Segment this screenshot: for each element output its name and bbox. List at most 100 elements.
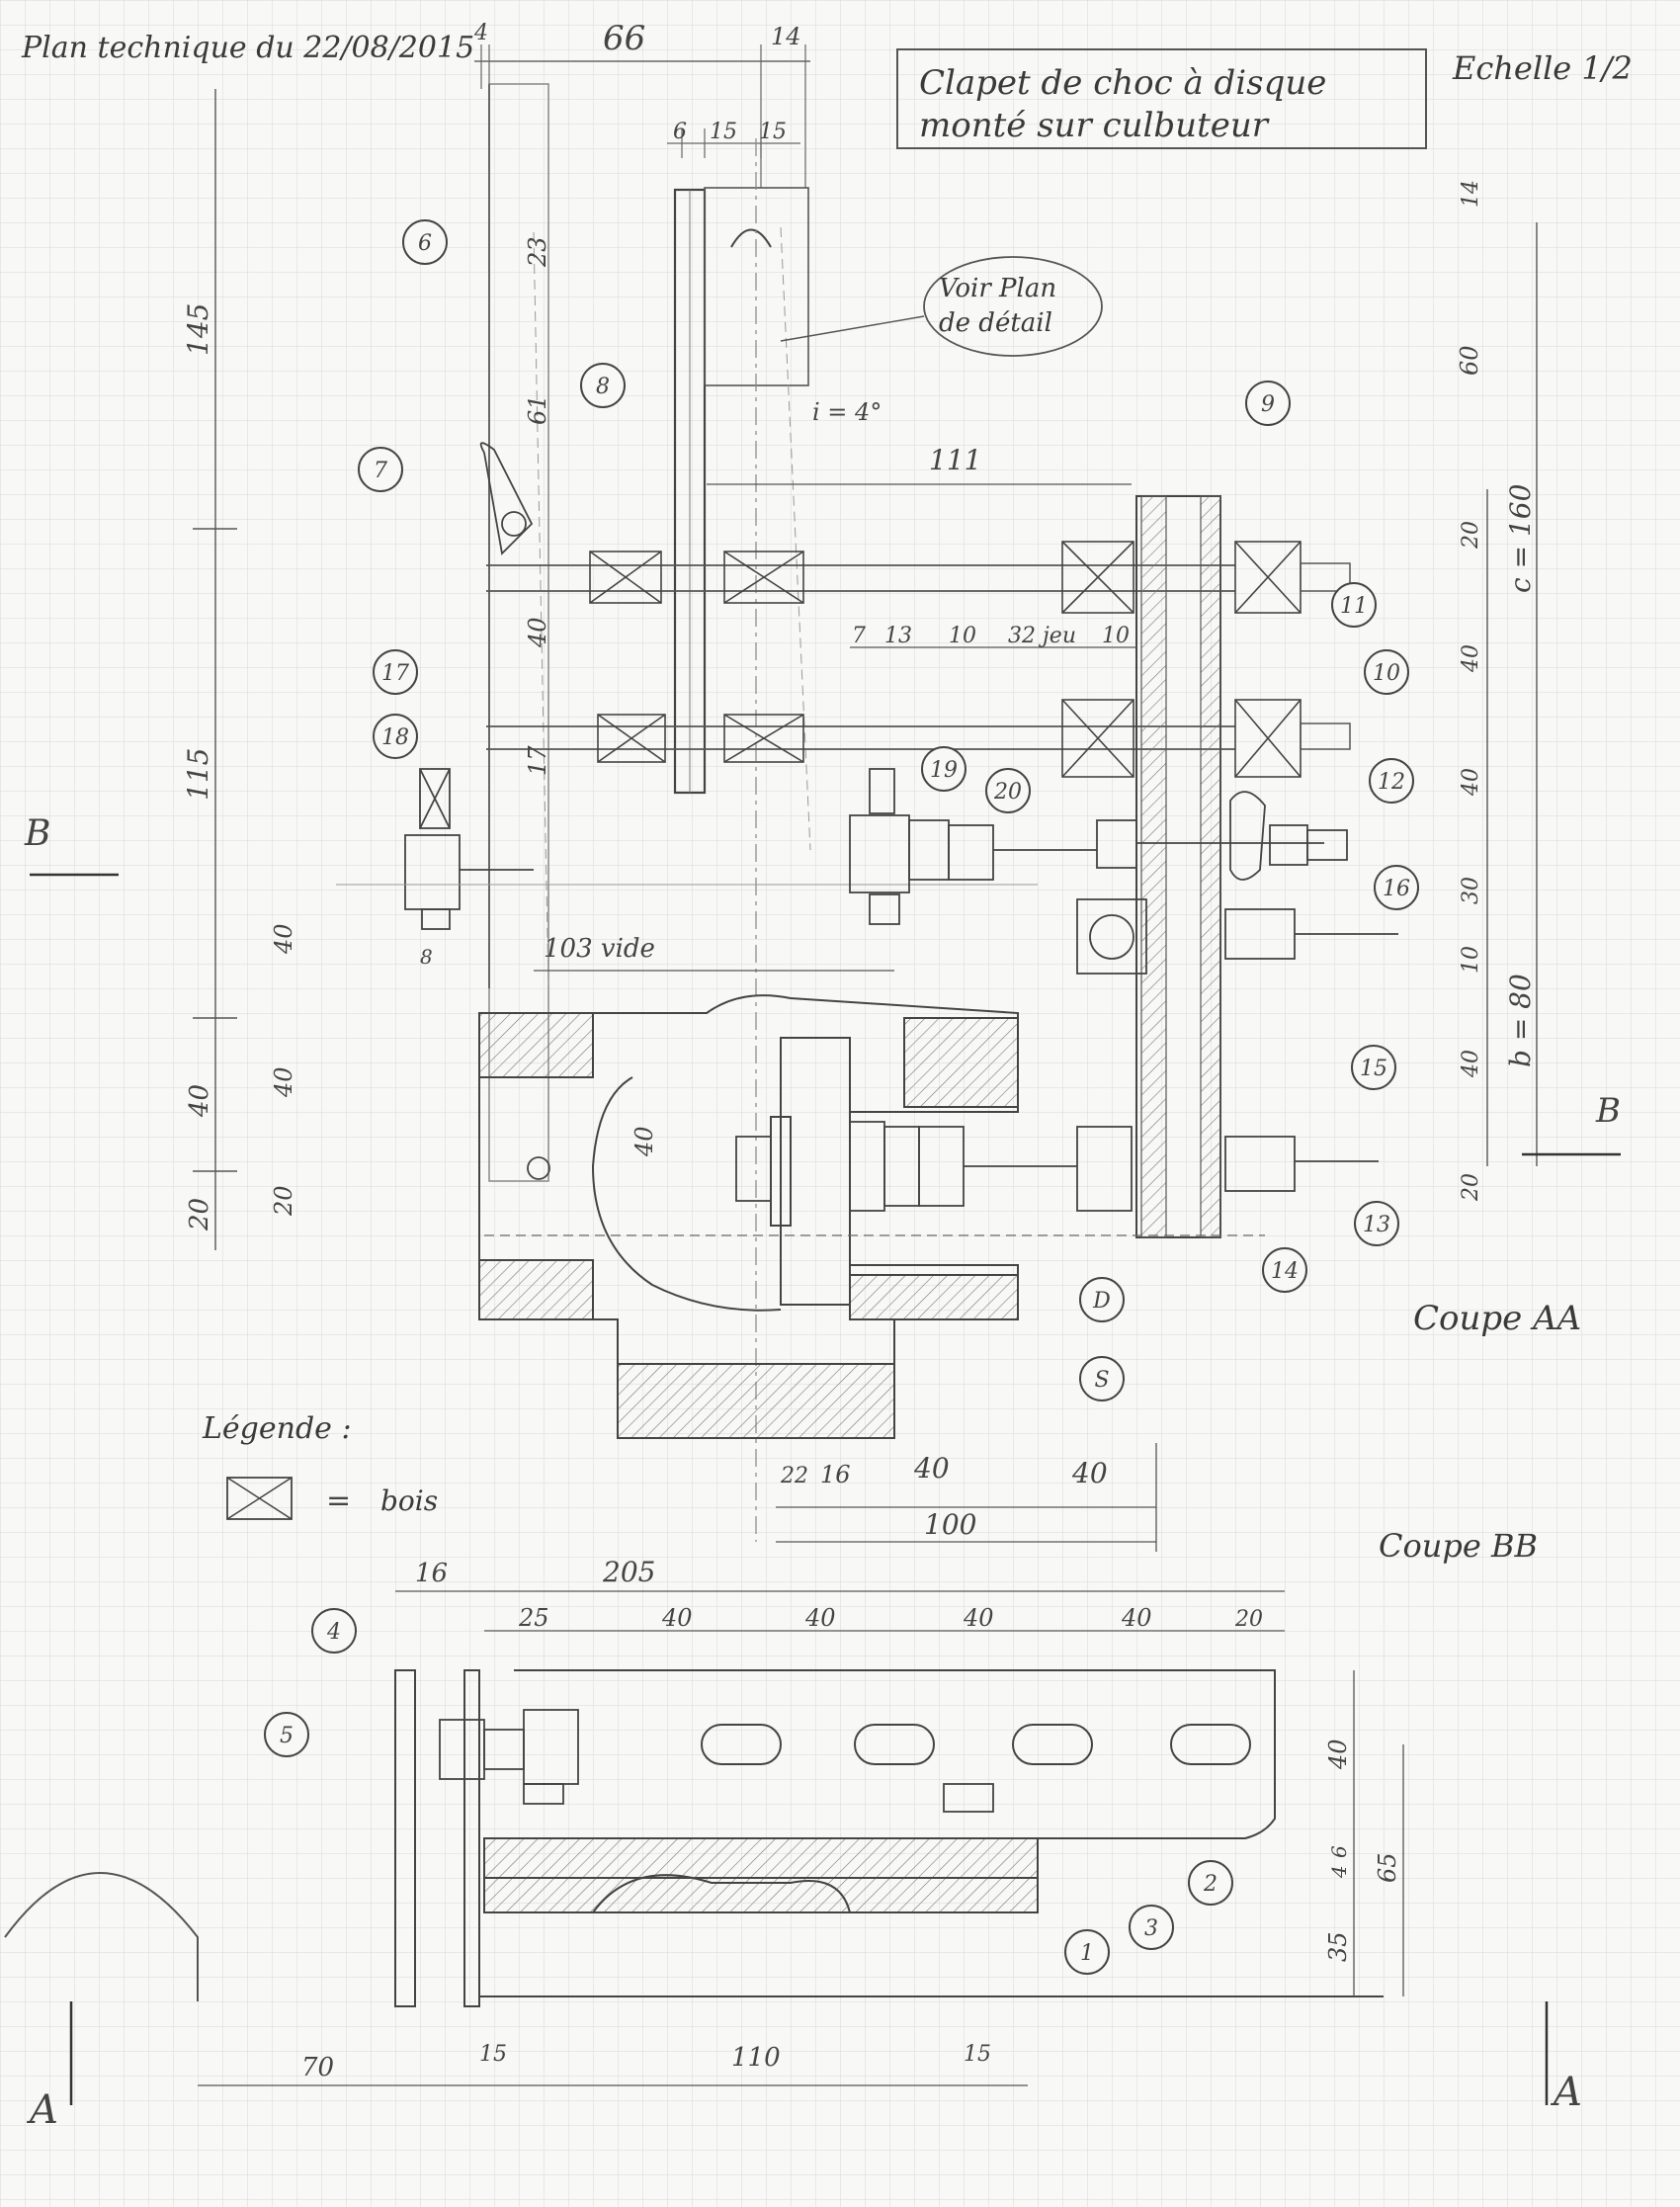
dim-bb-110: 110 — [731, 2043, 781, 2073]
dim-r-10: 10 — [1459, 946, 1483, 974]
voir-plan-1: Voir Plan — [939, 274, 1056, 303]
dim-bb-r-4: 4 — [1327, 1865, 1351, 1879]
coupe-aa-label: Coupe AA — [1413, 1299, 1581, 1338]
part-bubble-label: 7 — [374, 459, 387, 483]
section-b-right: B — [1595, 1091, 1621, 1131]
part-bubble-8: 8 — [580, 363, 626, 408]
dim-111: 111 — [929, 444, 981, 476]
dim-bb-40d: 40 — [1121, 1604, 1152, 1632]
dim-aa-22: 22 — [780, 1464, 808, 1488]
part-bubble-label: 1 — [1080, 1941, 1094, 1966]
dim-aa-40a: 40 — [913, 1452, 950, 1485]
dim-top-4: 4 — [473, 21, 488, 45]
shaft-end — [1300, 562, 1351, 592]
dim-115: 115 — [182, 748, 214, 801]
dim-bb-r-40: 40 — [1324, 1739, 1352, 1770]
small-lever-pin — [501, 511, 527, 537]
guide-line — [780, 226, 811, 851]
part-bubble-2: 2 — [1188, 1860, 1233, 1906]
part-bubble-16: 16 — [1374, 865, 1419, 910]
dim-stack-6: 6 — [673, 120, 687, 144]
dim-bb-205: 205 — [602, 1556, 655, 1588]
dim-r-20: 20 — [1459, 521, 1483, 550]
part-bubble-5: 5 — [264, 1712, 309, 1757]
part-bubble-15: 15 — [1351, 1045, 1396, 1090]
part-bubble-label: 5 — [280, 1724, 294, 1748]
jeu-label: 32 jeu — [1008, 624, 1076, 648]
dim-b-80: b = 80 — [1504, 974, 1537, 1067]
part-bubble-label: 15 — [1360, 1057, 1387, 1081]
part-bubble-1: 1 — [1064, 1929, 1110, 1975]
dim-bb-25: 25 — [518, 1604, 549, 1632]
dim-40-inner: 40 — [524, 617, 551, 648]
part-bubble-14: 14 — [1262, 1247, 1307, 1293]
part-bubble-label: 20 — [993, 780, 1022, 805]
legend-title: Légende : — [202, 1411, 352, 1446]
part-bubble-19: 19 — [921, 746, 966, 792]
bb-channel-assembly — [394, 1669, 1384, 2007]
dim-bb-r-6: 6 — [1327, 1845, 1351, 1858]
plan-date: Plan technique du 22/08/2015 — [21, 31, 474, 65]
dim-c-160: c = 160 — [1504, 484, 1537, 593]
part-bubble-9: 9 — [1245, 381, 1291, 426]
dim-sp-13: 13 — [884, 624, 912, 648]
title-box — [896, 48, 1427, 149]
nut-assembly-right — [1076, 791, 1398, 1192]
legend-swatch — [226, 1477, 293, 1520]
part-bubble-18: 18 — [373, 714, 418, 759]
bearing-blocks — [589, 541, 1302, 778]
dim-r-14: 14 — [1459, 180, 1483, 208]
dim-bb-r-35: 35 — [1324, 1931, 1352, 1962]
arch-sketch — [4, 1872, 199, 2001]
part-bubble-label: 6 — [418, 231, 432, 256]
frame-post-hatch — [1200, 495, 1221, 1238]
dim-23: 23 — [524, 236, 551, 268]
dim-bb-15b: 15 — [964, 2042, 991, 2067]
part-bubble-label: 11 — [1340, 594, 1368, 619]
dim-r-40c: 40 — [1459, 1050, 1483, 1078]
title-line-2: monté sur culbuteur — [919, 106, 1270, 145]
section-a-left: A — [26, 2087, 58, 2133]
dim-bb-r-65: 65 — [1374, 1852, 1401, 1883]
shaft-end — [1300, 722, 1351, 750]
part-bubble-17: 17 — [373, 649, 418, 695]
valve-body — [478, 994, 1019, 1439]
part-bubble-label: 18 — [381, 725, 409, 750]
dim-20-inner: 20 — [270, 1185, 297, 1217]
legend-equals: = — [326, 1484, 351, 1518]
part-bubble-4: 4 — [311, 1608, 357, 1654]
part-bubble-label: 17 — [381, 661, 409, 686]
dim-top-66: 66 — [603, 19, 645, 58]
part-bubble-label: 19 — [930, 758, 958, 783]
dim-40-low: 40 — [270, 1066, 297, 1098]
coupe-bb-label: Coupe BB — [1379, 1527, 1538, 1565]
part-bubble-label: 13 — [1363, 1213, 1390, 1237]
bb-bolt-left — [439, 1709, 994, 1813]
dim-aa-40b: 40 — [1071, 1457, 1108, 1489]
dim-bb-20: 20 — [1234, 1607, 1263, 1632]
dim-40-mid: 40 — [270, 923, 297, 955]
scale-label: Echelle 1/2 — [1452, 49, 1633, 87]
dim-bb-70: 70 — [301, 2053, 334, 2082]
part-bubble-13: 13 — [1354, 1201, 1399, 1246]
part-bubble-d: D — [1079, 1277, 1125, 1322]
dim-40-valve: 40 — [630, 1126, 658, 1157]
pivot-point — [527, 1156, 550, 1180]
dim-20-left: 20 — [185, 1198, 214, 1231]
part-bubble-label: 14 — [1271, 1259, 1299, 1284]
dim-aa-100: 100 — [924, 1508, 976, 1541]
legend-material: bois — [380, 1485, 438, 1517]
dim-r-20b: 20 — [1459, 1173, 1483, 1202]
dim-stack-15b: 15 — [759, 120, 787, 144]
dim-145: 145 — [182, 303, 214, 356]
part-bubble-label: S — [1094, 1368, 1109, 1393]
part-bubble-label: 4 — [326, 1620, 341, 1645]
dim-sp-10b: 10 — [1102, 624, 1130, 648]
dim-bb-40a: 40 — [661, 1604, 693, 1632]
dim-top-14: 14 — [771, 23, 801, 50]
title-line-1: Clapet de choc à disque — [919, 63, 1326, 103]
part-bubble-s: S — [1079, 1356, 1125, 1401]
dim-bb-16: 16 — [415, 1559, 448, 1588]
dim-r-40a: 40 — [1459, 644, 1483, 673]
